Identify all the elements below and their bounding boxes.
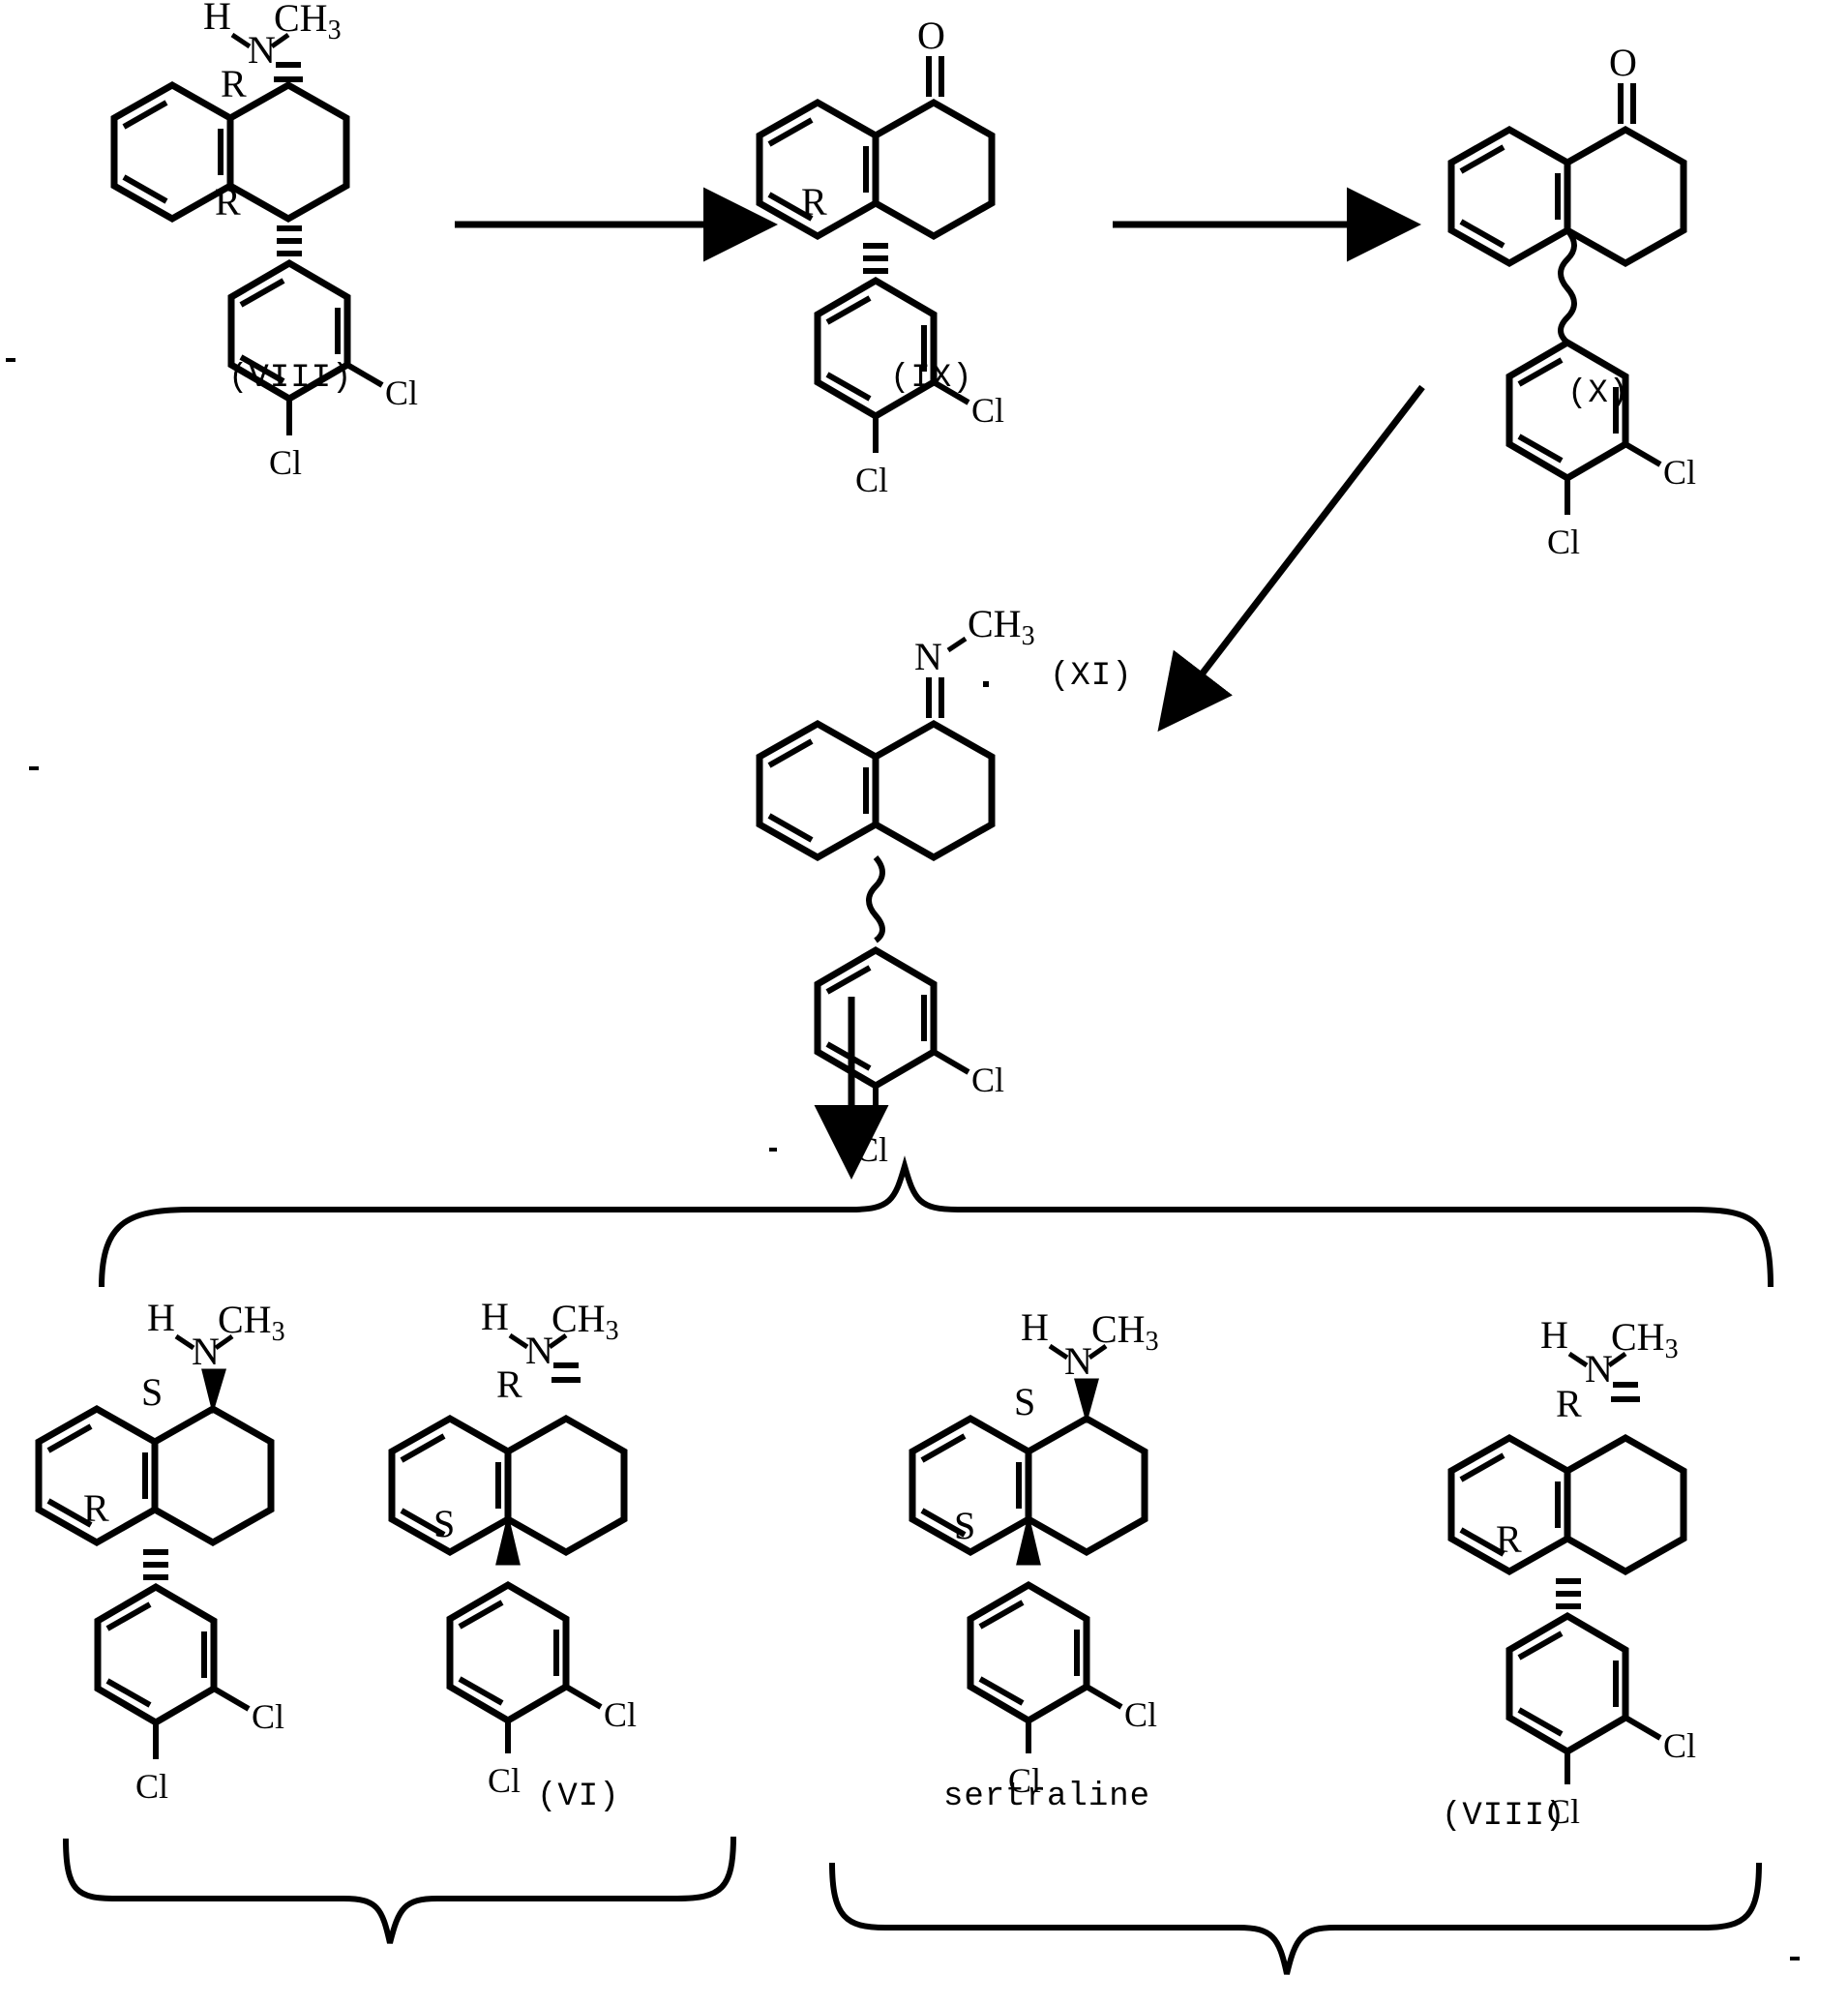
atom-label-N: N	[248, 28, 276, 72]
stereo-label-R: R	[1556, 1382, 1582, 1425]
atom-label-Cl: Cl	[1663, 1726, 1696, 1765]
tetralin-core	[1447, 1433, 1687, 1576]
atom-label-Cl2: Cl	[269, 443, 302, 482]
brace-products-top	[99, 1155, 1773, 1288]
atom-label-Cl2: Cl	[1547, 523, 1580, 561]
wavy-bond	[1558, 228, 1577, 345]
dichlorophenyl: Cl Cl	[446, 1580, 637, 1800]
atom-label-Cl: Cl	[252, 1697, 284, 1736]
atom-label-O: O	[1609, 41, 1637, 84]
compound-viii-bottom: R N H CH3 R Cl Cl	[1447, 1313, 1696, 1831]
atom-label-N: N	[1585, 1347, 1613, 1391]
atom-label-CH3: CH3	[968, 602, 1035, 651]
hashed-bond-bottom	[863, 243, 888, 274]
atom-label-N: N	[914, 635, 942, 678]
atom-label-H: H	[1021, 1305, 1049, 1349]
atom-label-N: N	[192, 1330, 220, 1373]
compound-ix: O R Cl Cl	[756, 14, 1004, 499]
stereo-label-S: S	[141, 1370, 163, 1414]
atom-label-H: H	[147, 1296, 175, 1339]
atom-label-H: H	[1540, 1313, 1568, 1357]
caption-compound-viii-top: (VIII)	[228, 360, 353, 397]
hashed-bond-bottom	[1556, 1578, 1581, 1609]
dichlorophenyl: Cl Cl	[814, 945, 1004, 1169]
atom-label-Cl: Cl	[971, 391, 1004, 430]
compound-viii-top: R N H CH3 R Cl Cl	[110, 0, 418, 482]
dichlorophenyl: Cl Cl	[227, 258, 418, 482]
atom-label-Cl2: Cl	[855, 1130, 888, 1169]
caption-compound-xi: (XI)	[1050, 658, 1133, 695]
hashed-bond-top	[274, 62, 303, 82]
wedge-bond-top	[1074, 1378, 1099, 1424]
caption-compound-x: (X)	[1567, 375, 1630, 412]
caption-compound-vi: (VI)	[537, 1779, 620, 1815]
scan-speck	[983, 681, 989, 687]
scan-speck	[769, 1148, 777, 1152]
scan-speck	[1790, 1957, 1800, 1960]
atom-label-Cl: Cl	[1663, 453, 1696, 492]
atom-label-O: O	[917, 14, 945, 57]
wedge-bond-bottom	[495, 1518, 521, 1566]
compound-sr: S N H CH3 R Cl Cl	[35, 1296, 285, 1806]
stereo-label-R2: R	[215, 180, 241, 224]
stereo-label-R2: R	[1496, 1517, 1522, 1561]
dichlorophenyl: Cl Cl	[94, 1582, 284, 1806]
compound-xi: N CH3 Cl Cl	[756, 602, 1035, 1169]
tetralin-core	[110, 80, 350, 224]
imine-tetralin-core: N CH3	[756, 602, 1035, 862]
atom-label-H: H	[481, 1295, 509, 1338]
compound-x: O Cl Cl	[1447, 41, 1696, 561]
atom-label-Cl: Cl	[1124, 1695, 1157, 1734]
stereo-label-R: R	[801, 180, 827, 224]
caption-compound-ix: (IX)	[890, 360, 973, 397]
stereo-label-S: S	[1014, 1380, 1035, 1423]
wavy-bond	[866, 855, 885, 943]
brace-trans-pair	[829, 1862, 1762, 1975]
atom-label-Cl2: Cl	[135, 1767, 168, 1806]
dichlorophenyl: Cl Cl	[1505, 1611, 1696, 1831]
stereo-label-R: R	[83, 1486, 109, 1530]
atom-label-Cl: Cl	[385, 374, 418, 412]
atom-label-Cl2: Cl	[1547, 1792, 1580, 1831]
dichlorophenyl: Cl Cl	[814, 276, 1004, 499]
stereo-label-R: R	[496, 1362, 522, 1406]
tetralone-core: O	[1447, 41, 1687, 268]
stereo-label-S2: S	[954, 1504, 975, 1547]
atom-label-H: H	[203, 0, 231, 38]
wedge-bond-top	[201, 1368, 227, 1415]
wedge-bond-bottom	[1016, 1518, 1041, 1566]
atom-label-N: N	[525, 1329, 553, 1372]
tetralone-core: O	[756, 14, 996, 241]
atom-label-Cl: Cl	[604, 1695, 637, 1734]
atom-label-Cl2: Cl	[855, 461, 888, 499]
dichlorophenyl: Cl Cl	[967, 1580, 1157, 1800]
hashed-bond-top	[551, 1362, 581, 1383]
scan-speck	[6, 358, 15, 362]
scan-speck	[29, 766, 39, 770]
compound-sertraline: S N H CH3 S Cl Cl	[909, 1305, 1159, 1800]
atom-label-Cl: Cl	[971, 1061, 1004, 1099]
hashed-bond-bottom	[277, 225, 302, 256]
stereo-label-R: R	[221, 62, 247, 105]
hashed-bond-bottom	[143, 1549, 168, 1580]
atom-label-Cl2: Cl	[488, 1761, 521, 1800]
caption-compound-viii-bottom: (VIII)	[1442, 1798, 1566, 1835]
atom-label-N: N	[1064, 1339, 1092, 1383]
arrow-x-to-xi	[1157, 384, 1425, 733]
caption-compound-sertraline: sertraline	[943, 1779, 1151, 1815]
brace-cis-pair	[63, 1836, 736, 1944]
stereo-label-S: S	[433, 1502, 455, 1545]
hashed-bond-top	[1611, 1382, 1640, 1402]
tetralin-core	[35, 1404, 275, 1547]
dichlorophenyl: Cl Cl	[1505, 338, 1696, 561]
compound-vi: R N H CH3 S Cl Cl	[388, 1295, 637, 1800]
atom-label-Cl2: Cl	[1008, 1761, 1041, 1800]
